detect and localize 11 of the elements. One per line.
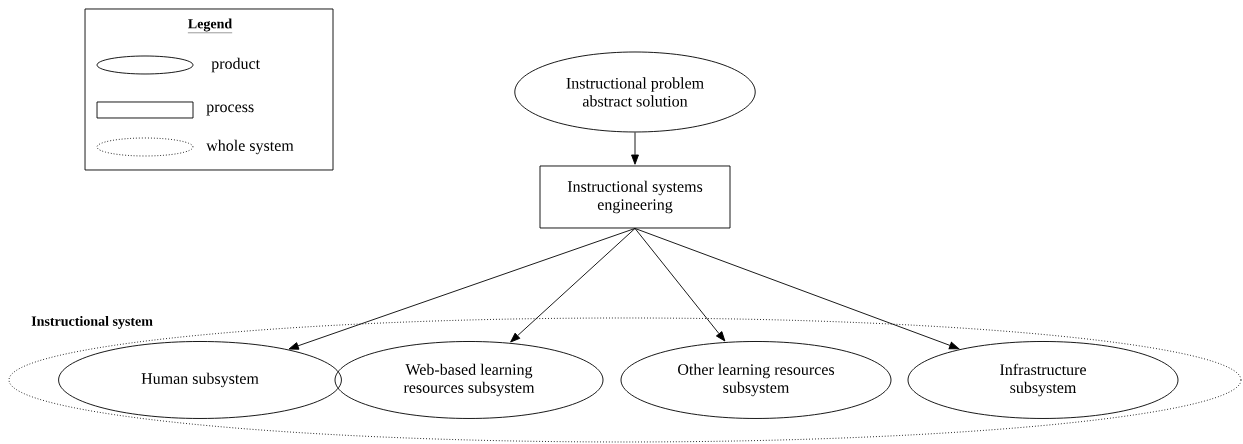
group-label: Instructional system	[31, 316, 153, 329]
legend-label: product	[211, 57, 260, 73]
arrow	[631, 132, 639, 165]
arrow	[634, 228, 960, 350]
legend-label: process	[206, 104, 254, 116]
legend-label: whole system	[206, 139, 294, 155]
legend-title: Legend	[187, 18, 233, 33]
arrow	[510, 228, 636, 343]
arrow	[288, 228, 636, 350]
arrow	[634, 228, 726, 342]
process-box: Instructional systems engineering	[539, 165, 731, 229]
